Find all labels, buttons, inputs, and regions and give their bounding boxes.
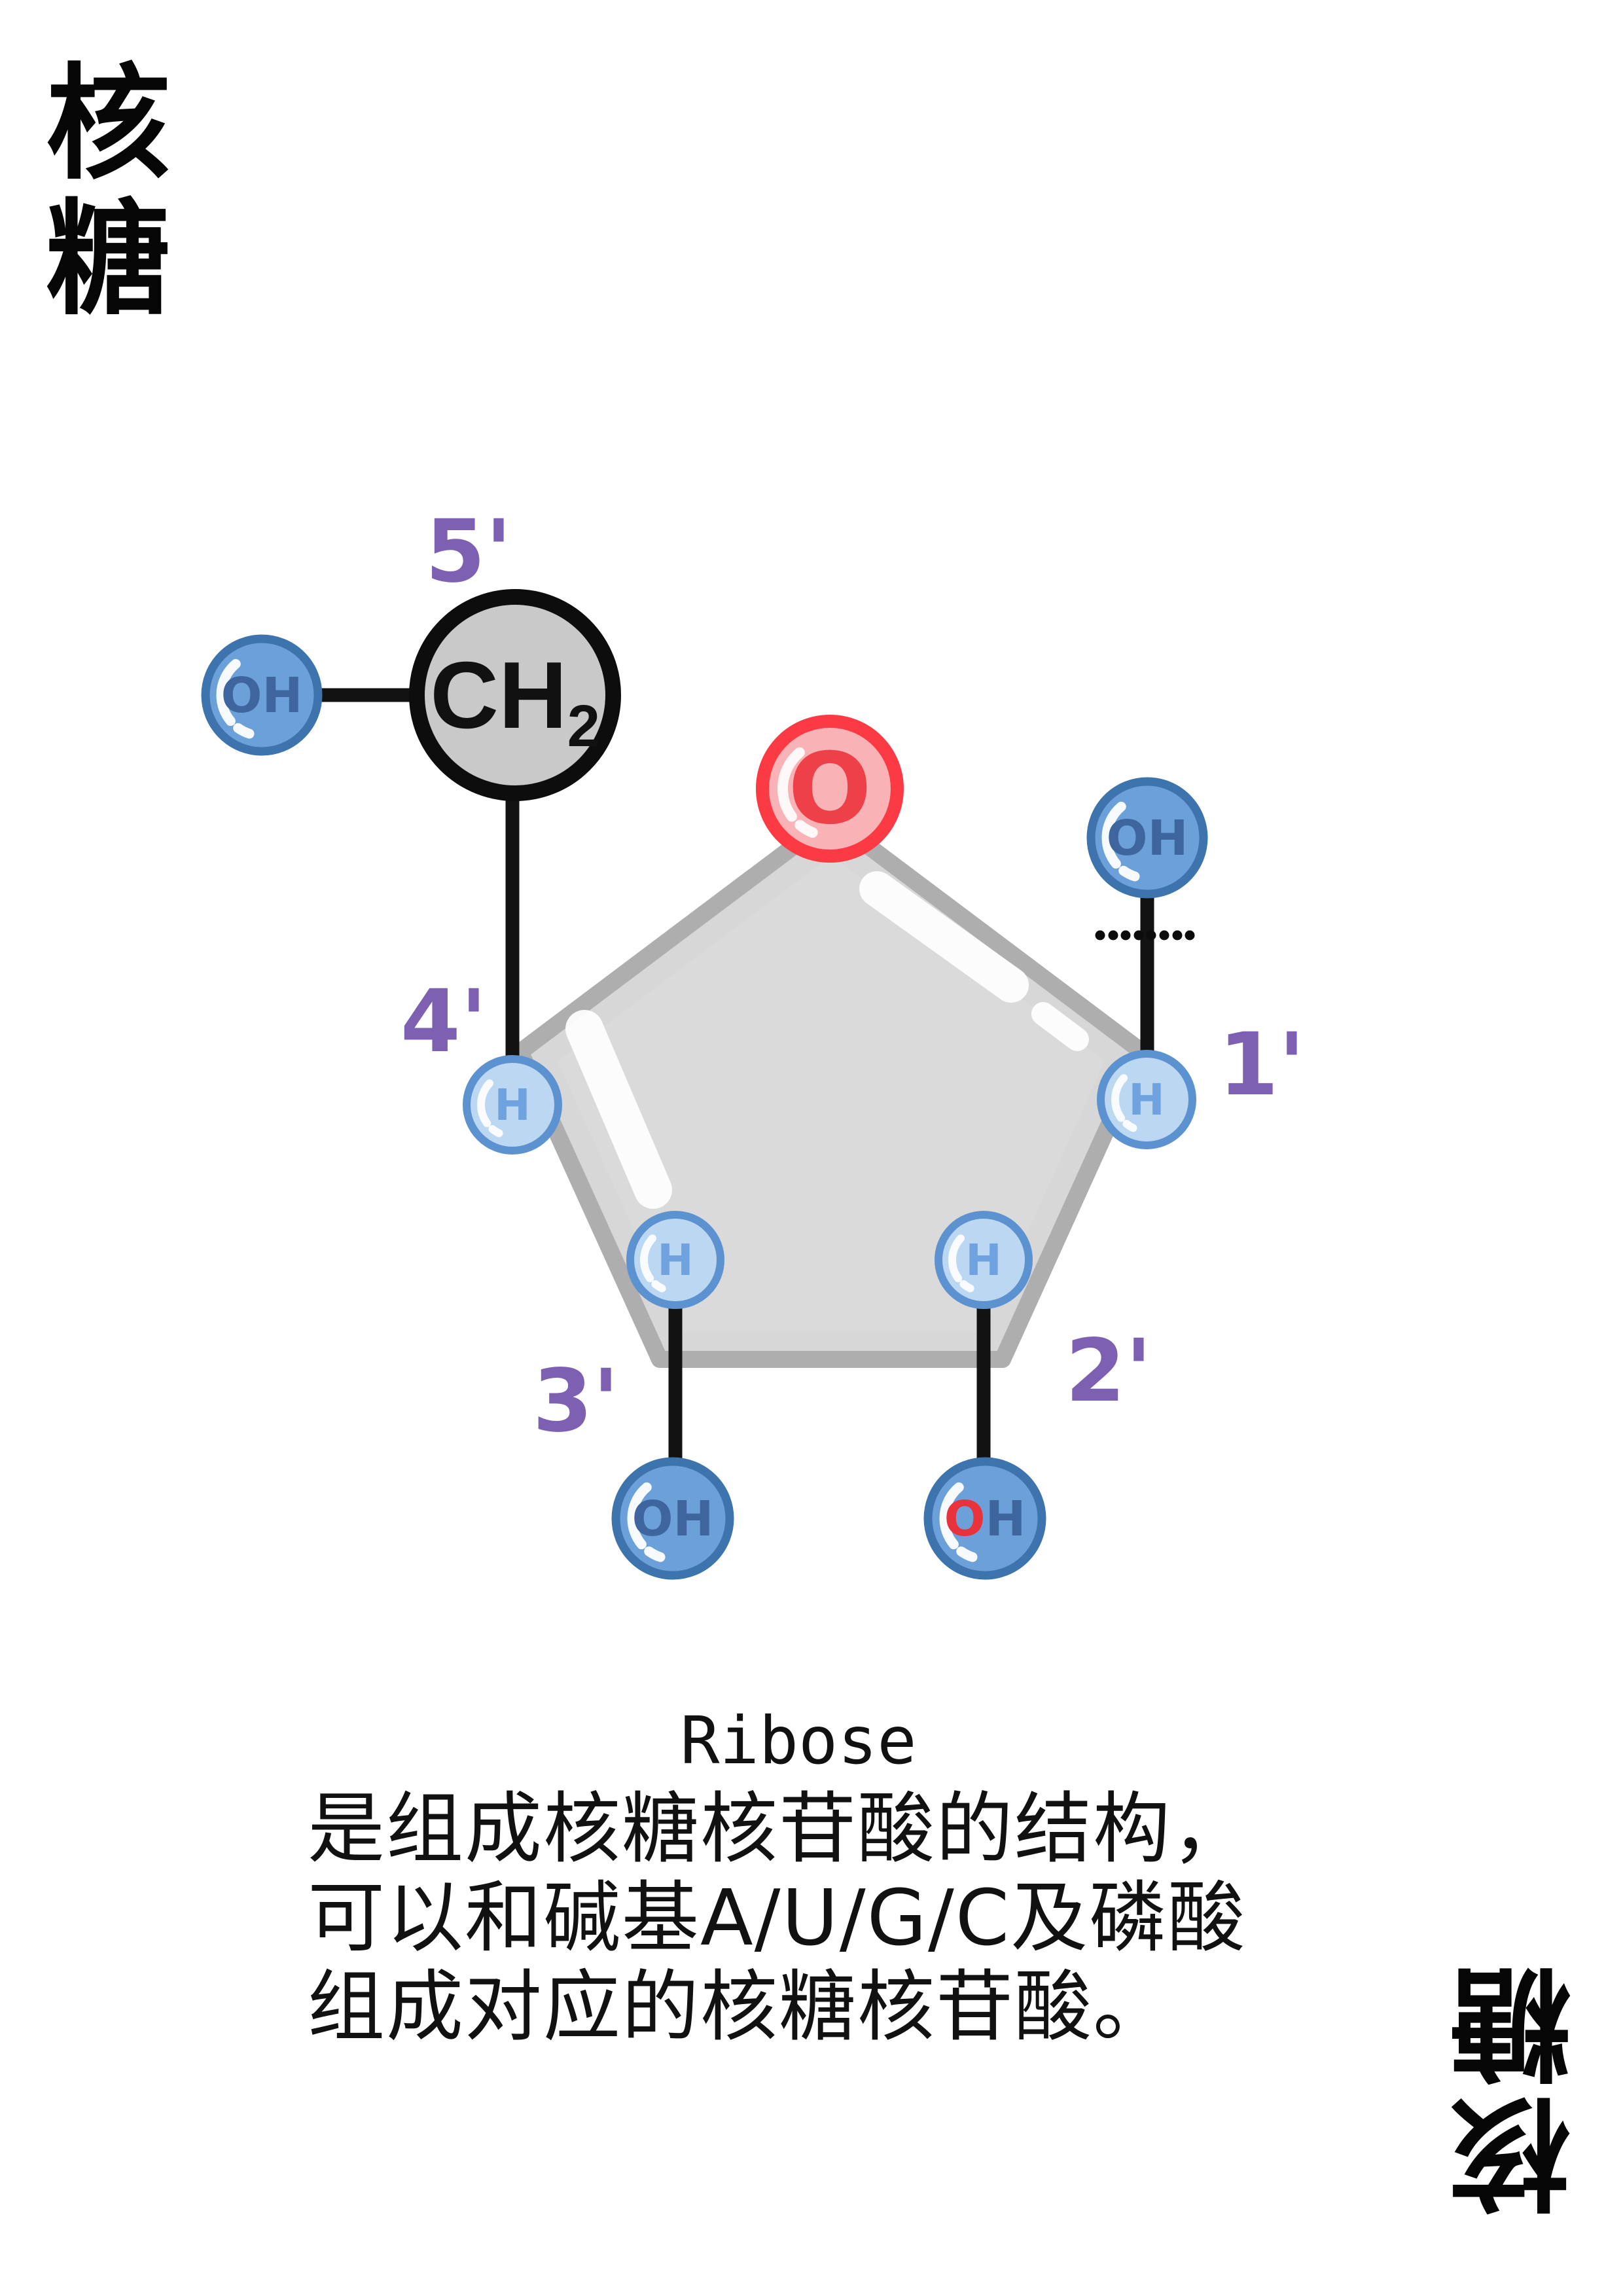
hydrogen-letter: H [657, 1235, 693, 1285]
hydrogen-1prime: H [1097, 1050, 1196, 1149]
hydroxyl-letters: OH [221, 668, 303, 724]
hydroxyl-h: H [985, 1491, 1026, 1547]
ring-oxygen-atom: O [756, 715, 904, 863]
ring-highlight-streak-left [565, 1010, 672, 1209]
hydrogen-4prime: H [463, 1055, 562, 1155]
hydroxyl-red-o: O [944, 1491, 986, 1547]
hydroxyl-2prime: OH [923, 1457, 1046, 1580]
hydroxyl-letters-red-o: OH [944, 1491, 1026, 1547]
ch2-formula: CH2 [430, 642, 600, 759]
ring-highlight-streak-right [859, 871, 1029, 1003]
oxygen-letter: O [788, 732, 872, 846]
hydroxyl-gloss-highlight [1101, 792, 1193, 884]
hydrogen-2prime: H [935, 1211, 1033, 1309]
hydroxyl-letters: OH [1107, 810, 1188, 867]
hydrogen-3prime: H [626, 1211, 724, 1309]
hydrogen-gloss-highlight [948, 1225, 1019, 1295]
caption-line-1: 是组成核糖核苷酸的结构， [308, 1784, 1251, 1874]
ch2-group: CH2 [409, 589, 621, 801]
caption-title: Ribose [680, 1702, 917, 1779]
ch2-main-text: CH [430, 642, 567, 748]
hydroxyl-5prime: OH [201, 634, 323, 756]
carbon-label-2prime: 2' [1065, 1321, 1152, 1422]
carbon-label-1prime: 1' [1219, 1014, 1305, 1115]
hydrogen-gloss-highlight [477, 1069, 548, 1140]
caption-line-2: 可以和碱基A/U/G/C及磷酸 [308, 1873, 1247, 1963]
carbon-label-4prime: 4' [401, 971, 487, 1072]
hydroxyl-gloss-highlight [627, 1473, 719, 1564]
oxygen-gloss-highlight [777, 736, 882, 841]
caption-block: Ribose 是组成核糖核苷酸的结构， 可以和碱基A/U/G/C及磷酸 组成对应… [308, 1698, 1289, 2051]
ch2-subscript: 2 [567, 694, 600, 759]
dotted-line [1095, 930, 1195, 941]
hydroxyl-3prime: OH [611, 1457, 734, 1580]
hydrogen-letter: H [1128, 1075, 1164, 1125]
caption-line-3: 组成对应的核糖核苷酸。 [308, 1962, 1172, 2052]
ring-highlight-streak-right-small [1031, 1002, 1089, 1051]
hydrogen-gloss-highlight [1111, 1064, 1182, 1135]
hydroxyl-gloss-highlight [216, 649, 308, 741]
hydroxyl-gloss-highlight [939, 1473, 1031, 1564]
hydrogen-letter: H [494, 1080, 530, 1130]
watermark-title-rotated: 核 糖 [1450, 1951, 1572, 2223]
hydroxyl-letters: OH [632, 1491, 714, 1547]
ch2-circle [409, 589, 621, 801]
carbon-label-5prime: 5' [425, 501, 512, 602]
carbon-label-3prime: 3' [533, 1351, 619, 1452]
hydroxyl-1prime: OH [1086, 777, 1208, 899]
hydrogen-gloss-highlight [640, 1225, 711, 1295]
hydrogen-letter: H [965, 1235, 1001, 1285]
page-title-vertical: 核 糖 [46, 52, 171, 332]
